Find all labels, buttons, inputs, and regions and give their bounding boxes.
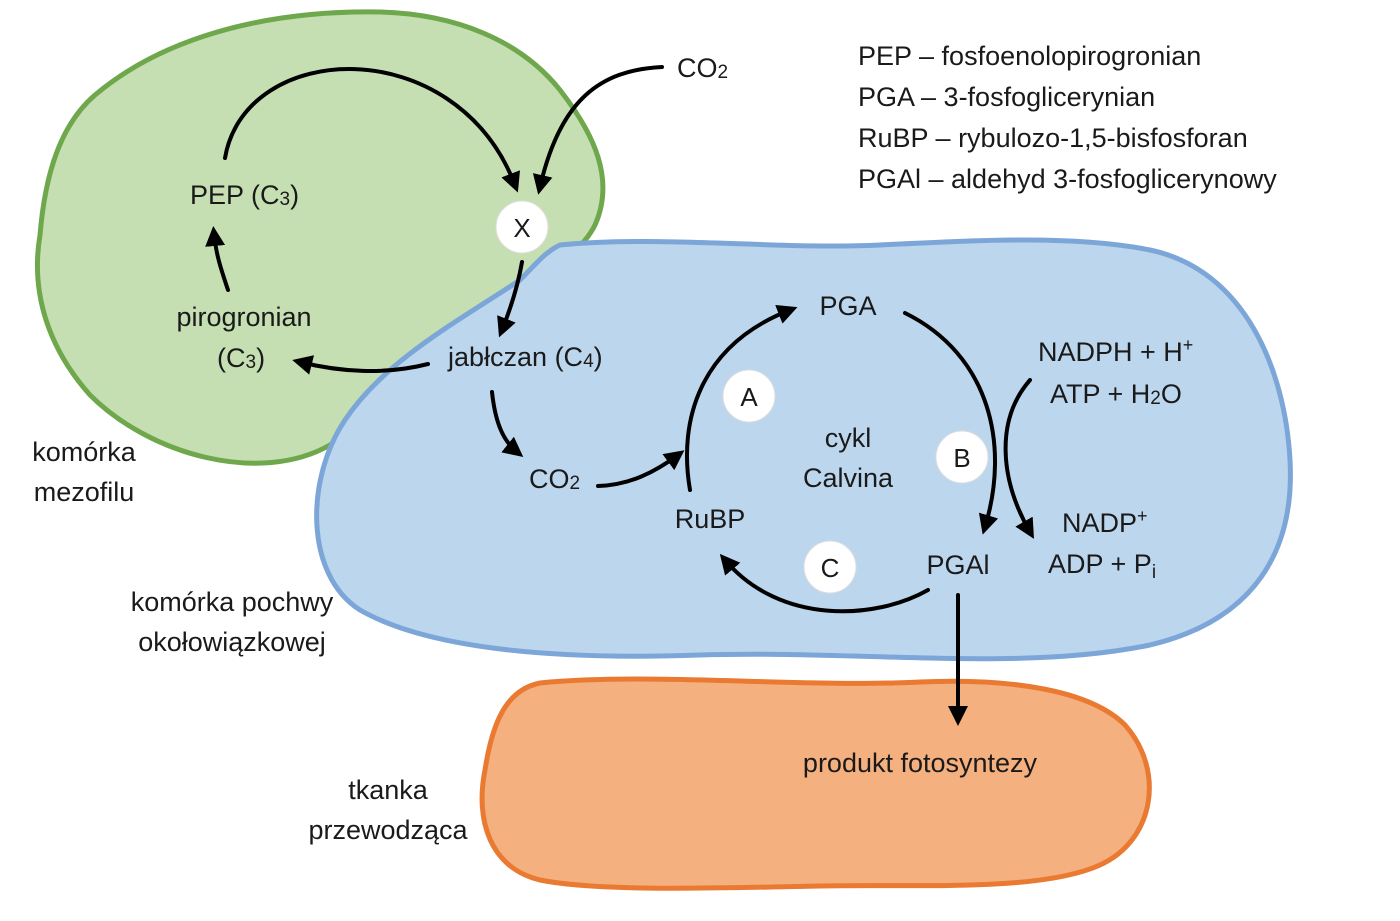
co2-input-label: CO2 <box>677 53 728 83</box>
x-badge-label: X <box>513 213 530 243</box>
inputs-atp-label: ATP + H2O <box>1050 379 1182 409</box>
x-enzyme-badge: X <box>495 200 549 254</box>
legend-pep: PEP – fosfoenolopirogronian <box>858 41 1201 71</box>
step-c-circle <box>803 540 857 594</box>
step-a-circle <box>722 369 776 423</box>
arrow-co2-to-calvin <box>596 450 685 488</box>
bundle-sheath-cell <box>314 237 1293 662</box>
pyruvate-label-line2: (C3) <box>217 343 265 373</box>
step-a-badge: A <box>722 369 776 423</box>
step-c-badge: C <box>803 540 857 594</box>
arrows <box>205 65 1034 726</box>
arrow-nadph-to-nadp <box>1003 378 1034 539</box>
vascular-label-line1: tkanka <box>348 775 429 805</box>
pgal-label: PGAl <box>926 550 989 580</box>
arrow-pep-to-x <box>223 67 520 193</box>
bundle-sheath-label-line2: okołowiązkowej <box>138 627 326 657</box>
calvin-center-line2: Calvina <box>803 463 894 493</box>
vascular-label-line2: przewodząca <box>308 815 468 845</box>
inputs-nadph-label: NADPH + H+ <box>1038 335 1193 367</box>
mesophyll-label-line1: komórka <box>32 437 137 467</box>
legend: PEP – fosfoenolopirogronian PGA – 3-fosf… <box>858 41 1277 194</box>
arrow-pgal-to-rubp <box>719 553 930 614</box>
arrow-malate-to-co2 <box>490 390 524 458</box>
arrow-malate-to-pyruvate <box>292 355 430 375</box>
step-a-label: A <box>740 382 758 412</box>
product-label: produkt fotosyntezy <box>803 748 1038 778</box>
calvin-center-line1: cykl <box>825 423 872 453</box>
rubp-label: RuBP <box>675 504 746 534</box>
arrow-pga-to-pgal <box>903 311 999 535</box>
legend-rubp: RuBP – rybulozo-1,5-bisfosforan <box>858 123 1248 153</box>
pyruvate-label-line1: pirogronian <box>176 302 311 332</box>
x-badge-circle <box>495 200 549 254</box>
arrow-pyruvate-to-pep <box>205 226 230 292</box>
step-b-circle <box>935 430 989 484</box>
arrow-x-to-malate <box>497 260 524 338</box>
vascular-tissue <box>479 676 1152 891</box>
bundle-sheath-label-line1: komórka pochwy <box>131 587 334 617</box>
malate-label: jabłczan (C4) <box>447 342 603 372</box>
legend-pgal: PGAl – aldehyd 3-fosfoglicerynowy <box>858 164 1277 194</box>
pga-label: PGA <box>819 291 876 321</box>
outputs-nadp-label: NADP+ <box>1062 506 1148 538</box>
legend-pga: PGA – 3-fosfoglicerynian <box>858 82 1155 112</box>
mesophyll-label-line2: mezofilu <box>34 477 135 507</box>
step-b-label: B <box>953 443 970 473</box>
calvin-co2-label: CO2 <box>529 464 580 494</box>
pep-label: PEP (C3) <box>190 180 299 210</box>
arrow-rubp-to-pga <box>685 305 798 492</box>
outputs-adp-label: ADP + Pi <box>1048 549 1156 583</box>
step-b-badge: B <box>935 430 989 484</box>
step-c-label: C <box>821 553 840 583</box>
arrow-co2-to-x <box>532 65 664 195</box>
